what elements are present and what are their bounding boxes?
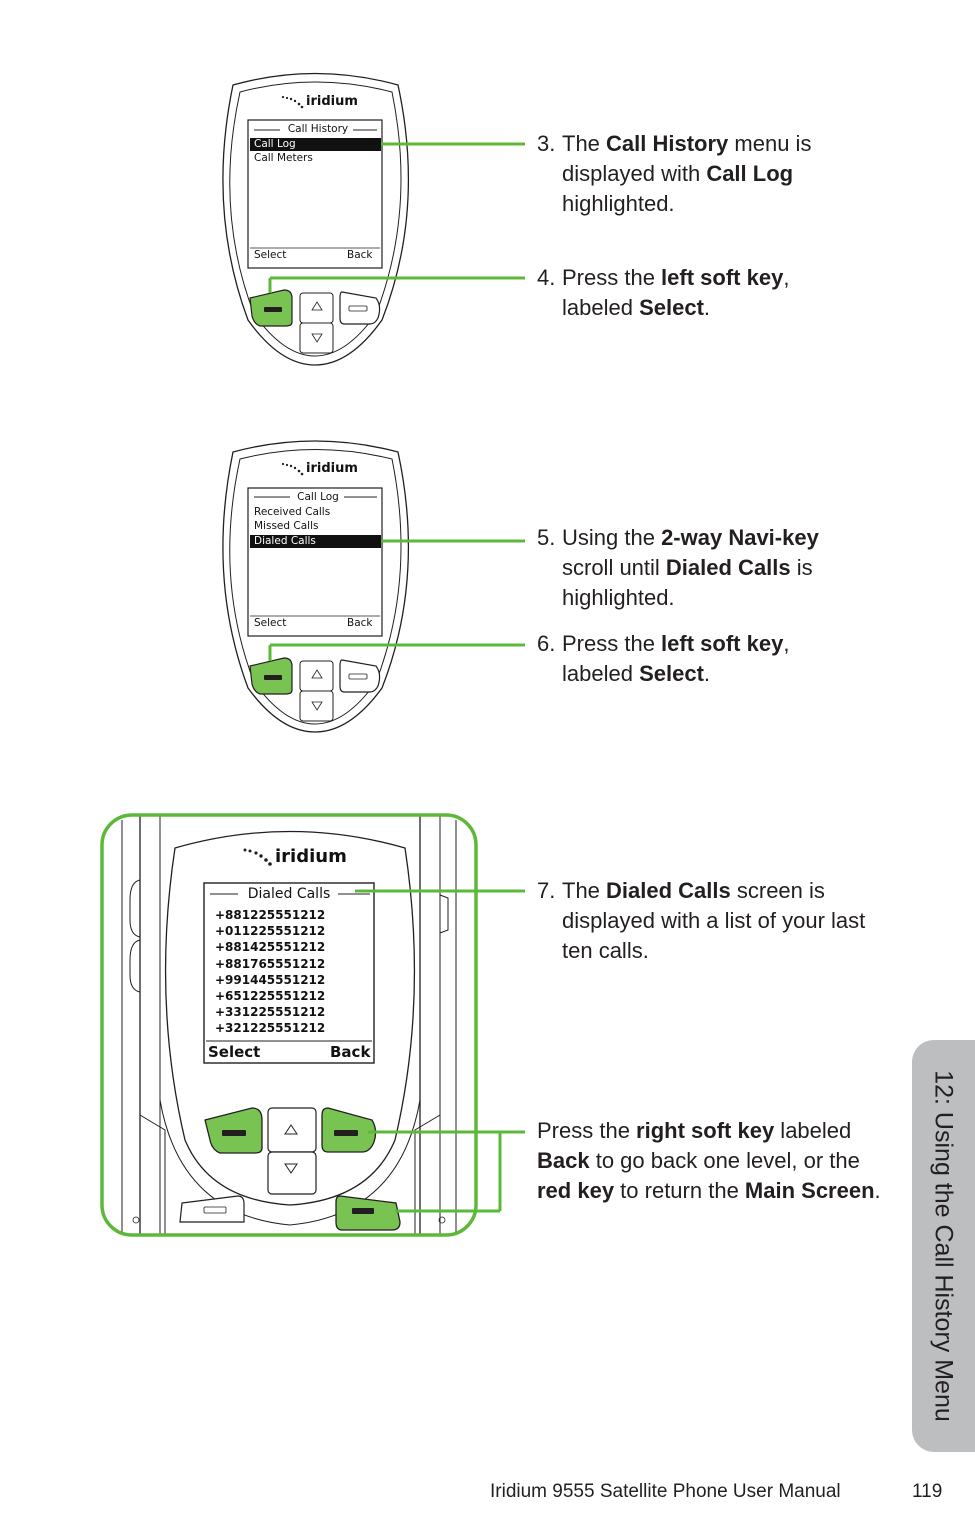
soft-label-select: Select	[254, 249, 287, 261]
key-dash-icon	[264, 307, 282, 312]
key-dash-icon	[203, 1206, 227, 1214]
right-soft-key[interactable]	[339, 291, 381, 325]
phone-1-illustration	[222, 72, 525, 366]
list-item[interactable]: +651225551212	[215, 989, 326, 1004]
step-text: Press the left soft key, labeled Select.	[562, 631, 790, 686]
step-text: Press the left soft key, labeled Select.	[562, 265, 790, 320]
brand-logo: iridium	[306, 94, 358, 109]
menu-item-dialed-calls[interactable]: Dialed Calls	[250, 535, 381, 548]
closeup-frame	[100, 813, 478, 1237]
footer-manual-title: Iridium 9555 Satellite Phone User Manual	[490, 1481, 841, 1502]
soft-label-select: Select	[254, 617, 287, 629]
key-dash-icon	[264, 675, 282, 680]
nav-up-key[interactable]	[299, 292, 334, 324]
step-text: The Dialed Calls screen is displayed wit…	[562, 878, 866, 963]
screen-header: Dialed Calls	[247, 886, 331, 902]
step-6: 6. Press the left soft key, labeled Sele…	[537, 629, 837, 689]
menu-item-received-calls[interactable]: Received Calls	[254, 506, 331, 518]
step-text: Using the 2-way Navi-key scroll until Di…	[562, 525, 819, 610]
soft-label-back: Back	[347, 617, 373, 629]
step-number: 6.	[537, 631, 556, 656]
step-number: 5.	[537, 525, 556, 550]
phone-2-illustration	[222, 440, 525, 733]
step-4: 4. Press the left soft key, labeled Sele…	[537, 263, 837, 323]
nav-up-icon	[311, 669, 323, 679]
list-item[interactable]: +321225551212	[215, 1021, 326, 1036]
nav-up-key[interactable]	[267, 1107, 317, 1153]
nav-up-key[interactable]	[299, 660, 334, 692]
list-item[interactable]: +881765551212	[215, 956, 326, 971]
send-key[interactable]	[179, 1195, 245, 1223]
menu-item-missed-calls[interactable]: Missed Calls	[254, 520, 319, 532]
step-7: 7. The Dialed Calls screen is displayed …	[537, 876, 867, 966]
brand-logo: iridium	[275, 846, 347, 867]
key-dash-icon	[334, 1130, 358, 1136]
screen-header: Call Log	[297, 491, 339, 503]
nav-down-icon	[284, 1163, 298, 1174]
brand-logo: iridium	[306, 461, 358, 476]
step-text: The Call History menu is displayed with …	[562, 131, 812, 216]
step-3: 3. The Call History menu is displayed wi…	[537, 129, 837, 219]
page-number: 119	[912, 1481, 943, 1502]
nav-up-icon	[284, 1124, 298, 1135]
step-5: 5. Using the 2-way Navi-key scroll until…	[537, 523, 857, 613]
nav-up-icon	[311, 301, 323, 311]
nav-down-key[interactable]	[267, 1151, 317, 1195]
back-key-note: Press the right soft key labeled Back to…	[537, 1118, 881, 1203]
list-item[interactable]: +331225551212	[215, 1005, 326, 1020]
soft-label-back: Back	[330, 1043, 371, 1061]
list-item[interactable]: +011225551212	[215, 924, 326, 939]
step-number: 7.	[537, 878, 556, 903]
step-number: 4.	[537, 265, 556, 290]
chapter-tab	[912, 1040, 975, 1452]
list-item[interactable]: +881425551212	[215, 940, 326, 955]
dialed-calls-list: +881225551212 +011225551212 +88142555121…	[215, 907, 325, 1037]
nav-down-icon	[311, 701, 323, 711]
iridium-logo-icon	[243, 95, 304, 866]
chapter-tab-label: 12: Using the Call History Menu	[929, 1070, 958, 1422]
nav-down-key[interactable]	[299, 690, 334, 722]
menu-item-call-log[interactable]: Call Log	[250, 138, 381, 151]
soft-label-select: Select	[208, 1043, 261, 1061]
nav-down-key[interactable]	[299, 322, 334, 354]
key-dash-icon	[352, 1208, 374, 1214]
screen-header: Call History	[287, 123, 349, 135]
soft-label-back: Back	[347, 249, 373, 261]
right-soft-key[interactable]	[339, 659, 381, 693]
phone-3-illustration	[100, 813, 525, 1237]
key-dash-icon	[222, 1130, 246, 1136]
nav-down-icon	[311, 333, 323, 343]
key-dash-icon	[348, 673, 368, 680]
step-number: 3.	[537, 131, 556, 156]
list-item[interactable]: +881225551212	[215, 908, 326, 922]
menu-item-call-meters[interactable]: Call Meters	[254, 152, 313, 164]
list-item[interactable]: +991445551212	[215, 972, 326, 987]
key-dash-icon	[348, 305, 368, 312]
